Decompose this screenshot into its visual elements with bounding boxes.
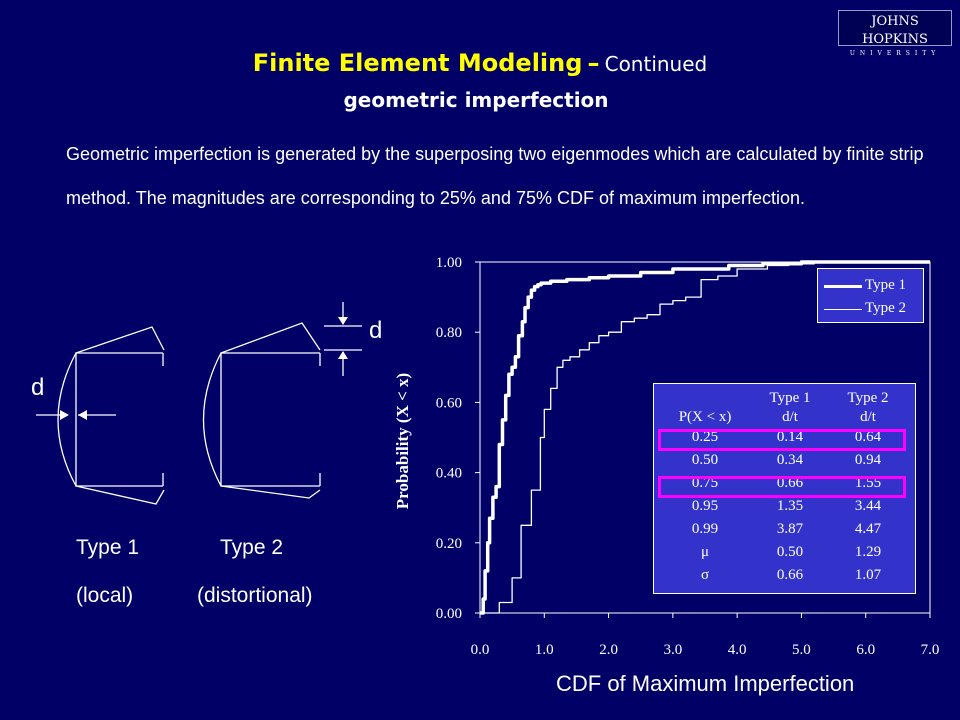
table-cell: 0.14 [776,429,804,445]
type1-desc: (local) [76,584,134,607]
table-cell: 1.07 [854,567,882,583]
table-cell: 0.34 [776,452,804,468]
description-text: Geometric imperfection is generated by t… [66,144,924,208]
table-cell: 0.66 [776,475,804,491]
table-header-cell: P(X < x) [678,408,732,425]
x-tick-label: 7.0 [921,642,940,658]
x-tick-label: 5.0 [792,642,811,658]
y-axis-label: Probability (X < x) [393,373,412,509]
table-row: 0.95 1.35 3.44 [658,495,908,518]
table-header-cell: d/t [860,408,876,425]
table-cell: 3.87 [776,521,804,537]
highlight-box-75pct [658,476,906,498]
arrow-left-icon [78,410,87,420]
arrow-down-icon [338,317,348,325]
table-cell: 0.50 [691,452,719,468]
table-row: μ 0.50 1.29 [658,541,908,564]
logo-line1: JOHNS HOPKINS [862,14,928,47]
logo-line2: UNIVERSITY [849,50,941,57]
table-cell: μ [700,544,710,560]
table-row: 0.99 3.87 4.47 [658,518,908,541]
legend-label-type1: Type 1 [865,277,907,293]
table-cell: 4.47 [854,521,882,537]
slide-subtitle: geometric imperfection [343,88,609,112]
legend-swatch-type1 [824,285,862,288]
type2-desc: (distortional) [197,584,313,607]
y-tick-label: 1.00 [436,255,462,271]
x-tick-label: 3.0 [663,642,682,658]
type2-section [202,322,321,499]
series-line-type2 [480,261,930,614]
table-header-cell [658,388,752,407]
x-tick-label: 4.0 [728,642,747,658]
table-cell: 0.99 [691,521,719,537]
x-tick-label: 6.0 [856,642,875,658]
chart-legend: Type 1 Type 2 [817,268,924,323]
diagram-d-right: d [369,317,383,344]
legend-item-type2: Type 2 [818,300,923,320]
type2-label: Type 2 [220,536,284,559]
type1-label: Type 1 [76,536,140,559]
table-cell: 1.29 [854,544,882,560]
table-cell: 1.55 [854,475,882,491]
legend-swatch-type2 [824,309,862,310]
axis-ticks: 0.0 1.0 2.0 3.0 4.0 5.0 6.0 7.0 0.00 0.20 0.40 0.60… [436,255,940,658]
arrow-right-icon [60,410,69,420]
table-header-cell: Type 2 [847,389,889,406]
x-axis-label: CDF of Maximum Imperfection [556,671,855,696]
title-continued: Continued [604,52,708,76]
legend-item-type1: Type 1 [818,277,923,297]
highlight-box-25pct [658,429,906,451]
x-tick-label: 1.0 [535,642,554,658]
table-cell: 3.44 [854,498,882,514]
table-cell: σ [700,567,710,583]
imperfection-diagram [36,302,362,505]
table-cell: 1.35 [776,498,804,514]
table-row: 0.25 0.14 0.64 [658,426,908,449]
table-row: σ 0.66 1.07 [658,564,908,587]
title-dash: – [587,49,600,77]
y-tick-label: 0.00 [436,606,462,622]
y-tick-label: 0.60 [436,395,462,411]
x-tick-label: 0.0 [471,642,490,658]
table-cell: 0.66 [776,567,804,583]
plot-area [479,261,931,614]
y-tick-label: 0.40 [436,466,462,482]
table-cell: 0.64 [854,429,882,445]
y-tick-label: 0.20 [436,536,462,552]
table-cell: 0.50 [776,544,804,560]
series-layer [480,260,930,615]
y-tick-label: 0.80 [436,325,462,341]
table-cell: 0.95 [691,498,719,514]
table-cell: 0.94 [854,452,882,468]
slide-title: Finite Element Modeling – Continued [0,49,960,77]
table-cell: 0.25 [691,429,719,445]
x-tick-label: 2.0 [599,642,618,658]
table-header-cell: d/t [782,408,798,425]
table-row: 0.75 0.66 1.55 [658,472,908,495]
university-logo: JOHNS HOPKINS UNIVERSITY [838,10,952,57]
table-row: 0.50 0.34 0.94 [658,449,908,472]
type1-section [57,326,165,505]
diagram-d-left: d [31,374,45,401]
plot-border [479,261,931,614]
title-main: Finite Element Modeling [252,49,583,77]
table-header-cell: Type 1 [769,389,811,406]
legend-label-type2: Type 2 [865,300,907,316]
arrow-up-icon [338,351,348,359]
table-cell: 0.75 [691,475,719,491]
series-line-type1 [480,260,930,615]
